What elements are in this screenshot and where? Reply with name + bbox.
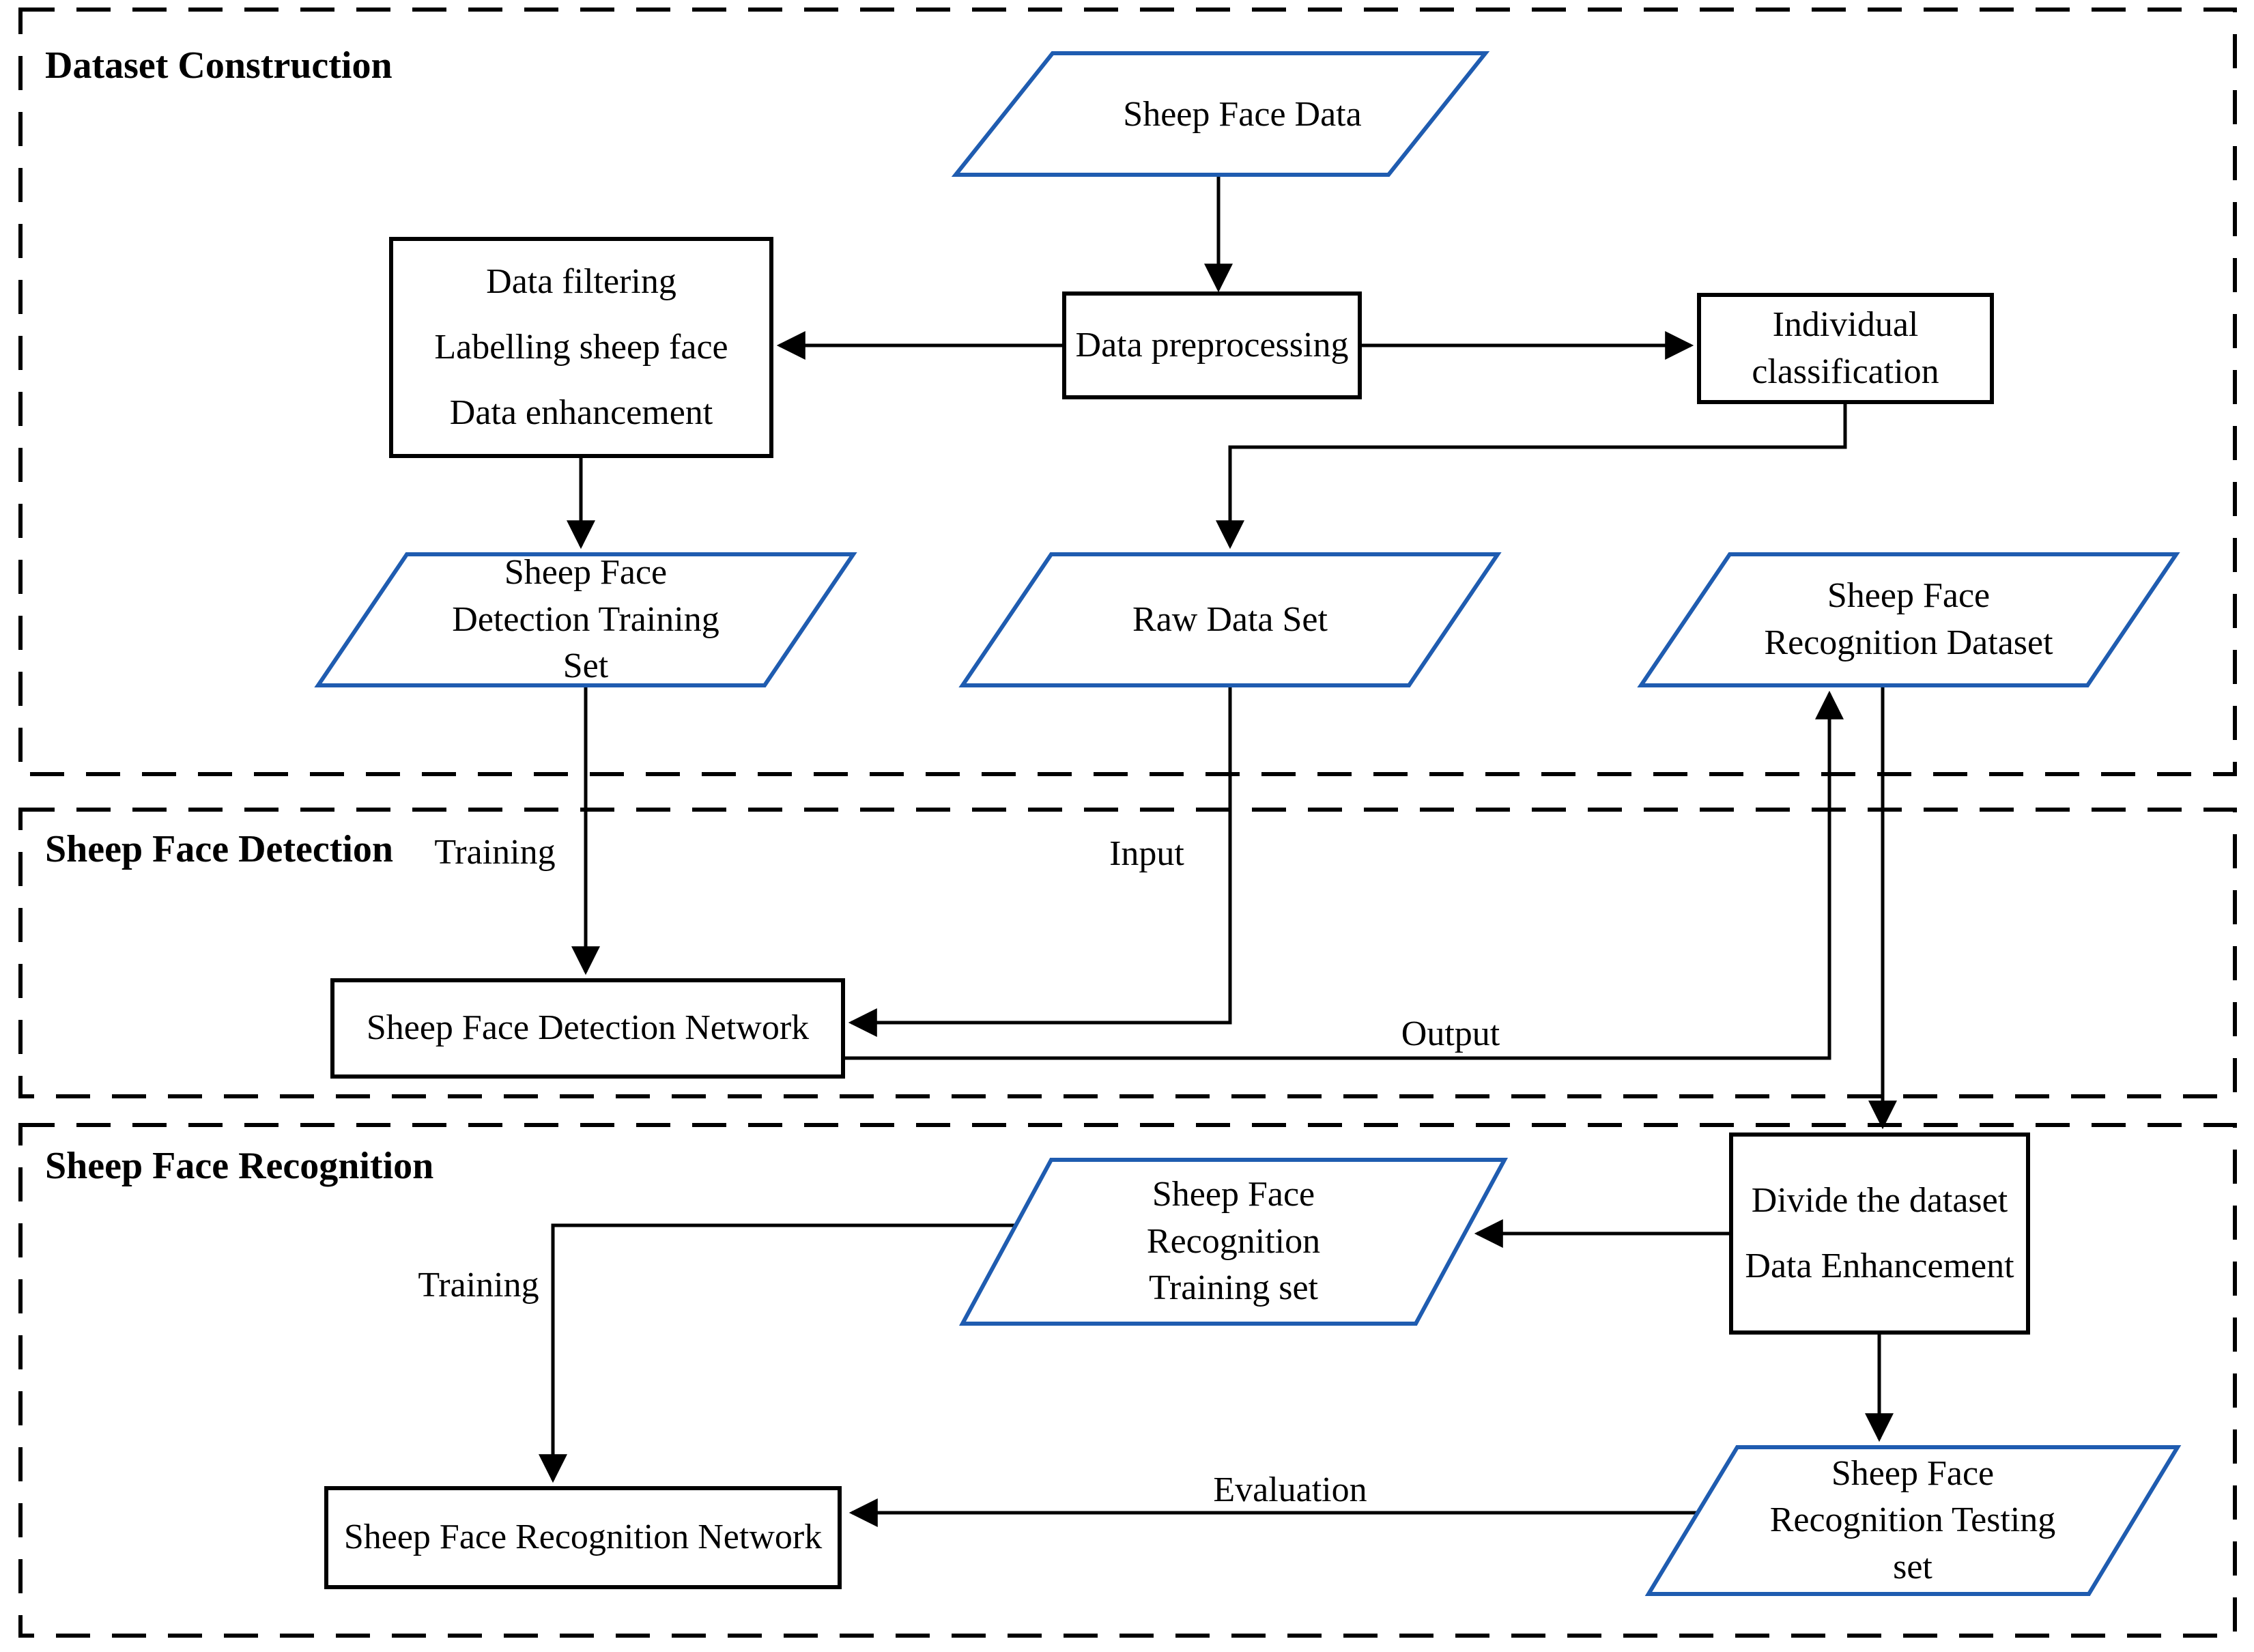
data-preprocessing-box-shape <box>1062 291 1362 399</box>
data-filtering-label: Data filtering Labelling sheep face Data… <box>434 261 728 433</box>
data-preprocessing-label: Data preprocessing <box>1075 325 1349 365</box>
section-title-sheep-face-recognition: Sheep Face Recognition <box>45 1145 434 1187</box>
detection-training-set-shape <box>314 552 857 687</box>
recognition-network-box-shape <box>324 1486 842 1589</box>
recognition-testing-set-label: Sheep Face Recognition Testing set <box>1769 1453 2056 1586</box>
individual-classification-label: Individual classification <box>1752 304 1939 391</box>
recognition-training-set-label: Sheep Face Recognition Training set <box>1146 1175 1321 1308</box>
recognition-dataset-label: Sheep Face Recognition Dataset <box>1764 576 2053 662</box>
raw-data-set-shape <box>958 552 1502 687</box>
edge-label-training-detection: Training <box>434 832 556 872</box>
section-frame-dataset-construction <box>18 8 2237 776</box>
edge-label-output: Output <box>1401 1014 1500 1053</box>
arrow-detection-network-output-to-recognition-dataset <box>843 690 1844 1060</box>
raw-data-set-label: Raw Data Set <box>1132 599 1328 639</box>
arrow-raw-data-to-detection-network-input <box>848 685 1232 1037</box>
recognition-network-label: Sheep Face Recognition Network <box>343 1518 823 1557</box>
arrow-training-set-to-recognition-network <box>539 1223 1016 1483</box>
edge-label-evaluation: Evaluation <box>1213 1470 1367 1509</box>
individual-classification-box-shape <box>1697 293 1994 404</box>
divide-dataset-box-shape <box>1729 1133 2030 1335</box>
data-filtering-box-shape <box>389 237 773 458</box>
detection-network-box-shape <box>330 978 845 1079</box>
detection-training-set-label: Sheep Face Detection Training Set <box>452 553 719 686</box>
section-title-sheep-face-detection: Sheep Face Detection <box>45 828 394 870</box>
edge-label-input: Input <box>1109 834 1184 873</box>
recognition-training-set-shape <box>958 1158 1509 1326</box>
section-frame-sheep-face-detection <box>18 808 2237 1098</box>
section-title-dataset-construction: Dataset Construction <box>45 44 393 87</box>
sheep-face-data-shape <box>951 51 1490 177</box>
divide-dataset-label: Divide the dataset Data Enhancement <box>1745 1180 2014 1285</box>
edge-label-training-recognition: Training <box>418 1265 539 1305</box>
arrow-classification-to-raw-data-set <box>1216 402 1847 550</box>
detection-network-label: Sheep Face Detection Network <box>366 1008 810 1048</box>
section-frame-sheep-face-recognition <box>18 1123 2237 1638</box>
sheep-face-data-label: Sheep Face Data <box>1123 94 1362 134</box>
recognition-testing-set-shape <box>1644 1445 2182 1596</box>
recognition-dataset-shape <box>1637 552 2180 687</box>
